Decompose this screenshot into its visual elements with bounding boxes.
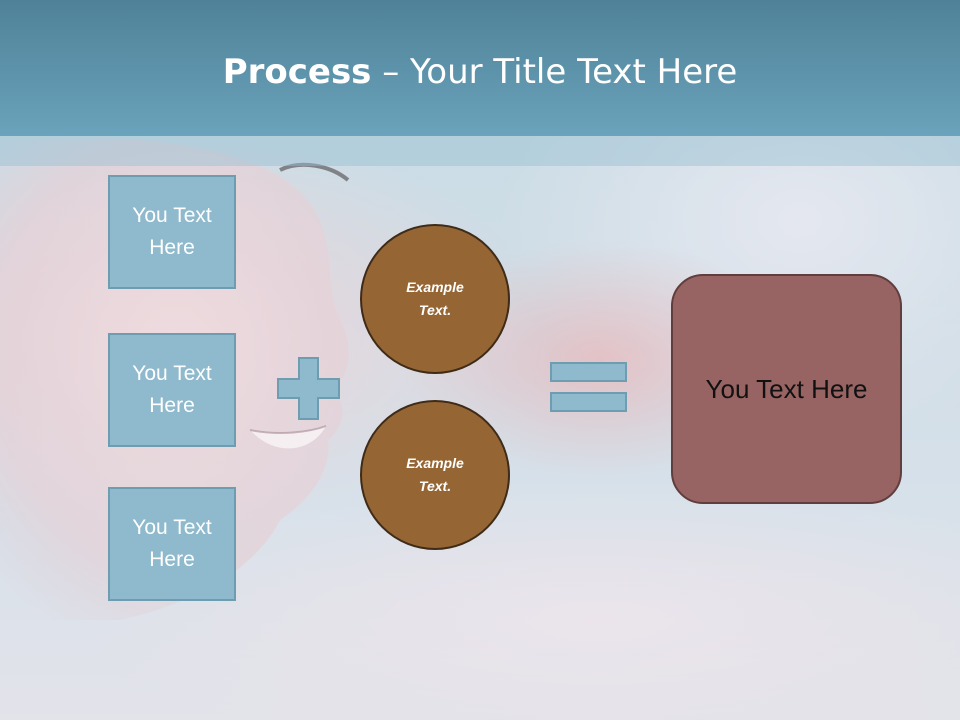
example-circle-2-label: Example Text.: [406, 455, 464, 494]
input-box-1[interactable]: You Text Here: [108, 175, 236, 289]
plus-icon: [277, 357, 340, 420]
input-box-3[interactable]: You Text Here: [108, 487, 236, 601]
equals-bar-top: [550, 362, 627, 382]
input-box-1-label: You Text Here: [132, 204, 212, 259]
result-box[interactable]: You Text Here: [671, 274, 902, 504]
title-bar: [0, 0, 960, 136]
slide-title-rest: – Your Title Text Here: [371, 52, 738, 92]
slide-title: Process – Your Title Text Here: [0, 52, 960, 92]
input-box-2-label: You Text Here: [132, 362, 212, 417]
result-box-label: You Text Here: [705, 373, 868, 404]
title-bar-band: [0, 136, 960, 166]
input-box-3-label: You Text Here: [132, 516, 212, 571]
example-circle-1-label: Example Text.: [406, 279, 464, 318]
slide-title-bold: Process: [222, 52, 372, 92]
input-box-2[interactable]: You Text Here: [108, 333, 236, 447]
example-circle-1[interactable]: Example Text.: [360, 224, 510, 374]
example-circle-2[interactable]: Example Text.: [360, 400, 510, 550]
equals-bar-bottom: [550, 392, 627, 412]
